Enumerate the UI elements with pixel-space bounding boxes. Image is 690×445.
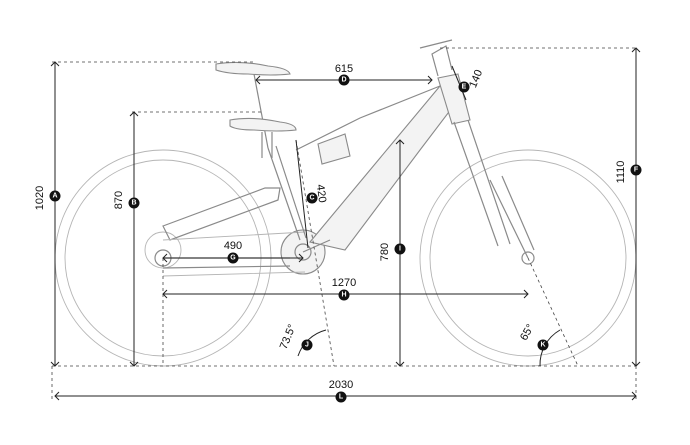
crank-arm	[302, 239, 331, 253]
badge-g: G	[227, 252, 239, 264]
badge-f: F	[630, 164, 642, 176]
svg-text:B: B	[131, 200, 136, 207]
dim-l-value: 2030	[329, 379, 353, 391]
dim-k-value: 65°	[518, 322, 537, 342]
fork-lower	[489, 175, 535, 259]
handlebar	[419, 39, 453, 49]
bike-illustration	[54, 39, 637, 367]
dim-e-value: 140	[467, 68, 485, 90]
badge-h: H	[338, 289, 350, 301]
dim-d-value: 615	[335, 63, 353, 75]
seatstay	[162, 187, 281, 241]
svg-text:I: I	[399, 246, 401, 253]
svg-text:J: J	[305, 342, 309, 349]
dim-f-line	[631, 47, 641, 367]
front-hub	[521, 251, 535, 265]
chain	[162, 231, 306, 277]
badge-i: I	[394, 243, 406, 255]
badge-c: C	[306, 192, 318, 204]
badge-j: J	[301, 339, 313, 351]
saddle-rails	[261, 132, 273, 158]
svg-text:L: L	[339, 394, 344, 401]
front-tire-inner	[429, 159, 627, 357]
badge-k: K	[537, 339, 549, 351]
rear-shock	[317, 133, 351, 165]
head-angle-ref	[527, 257, 579, 367]
dimension-badges: A B C D E F G H I J K L	[49, 74, 642, 403]
dim-g-value: 490	[224, 240, 242, 252]
svg-text:K: K	[540, 342, 545, 349]
fork-upper	[453, 119, 511, 247]
bottom-bracket	[294, 243, 312, 261]
dim-b-value: 870	[113, 191, 125, 209]
svg-text:G: G	[230, 255, 236, 262]
saddle-low	[229, 117, 297, 132]
dim-e-line	[451, 65, 467, 101]
dim-a-line	[50, 61, 60, 367]
top-tube	[295, 85, 441, 151]
dim-h-value: 1270	[332, 277, 356, 289]
svg-text:F: F	[634, 167, 639, 174]
seatpost-high	[253, 73, 269, 149]
badge-d: D	[338, 74, 350, 86]
svg-text:C: C	[309, 195, 314, 202]
dim-b-line	[129, 111, 139, 367]
dim-f-value: 1110	[615, 161, 627, 184]
chainstay-lower	[162, 265, 291, 269]
badge-l: L	[335, 391, 347, 403]
dim-a-value: 1020	[34, 186, 46, 210]
stem	[431, 45, 453, 77]
seat-tube	[267, 145, 307, 241]
svg-text:H: H	[341, 292, 346, 299]
svg-text:A: A	[52, 193, 57, 200]
dim-j-value: 73.5°	[278, 323, 299, 351]
head-tube	[437, 73, 471, 125]
badge-e: E	[458, 81, 470, 93]
dim-c-line	[295, 139, 309, 249]
dim-j-arc	[297, 329, 327, 357]
seat-angle-ref	[295, 139, 335, 367]
badge-a: A	[49, 190, 61, 202]
badge-b: B	[128, 197, 140, 209]
svg-text:E: E	[462, 84, 467, 91]
saddle-high	[215, 61, 291, 76]
svg-text:D: D	[341, 77, 346, 84]
dim-i-value: 780	[379, 243, 391, 261]
